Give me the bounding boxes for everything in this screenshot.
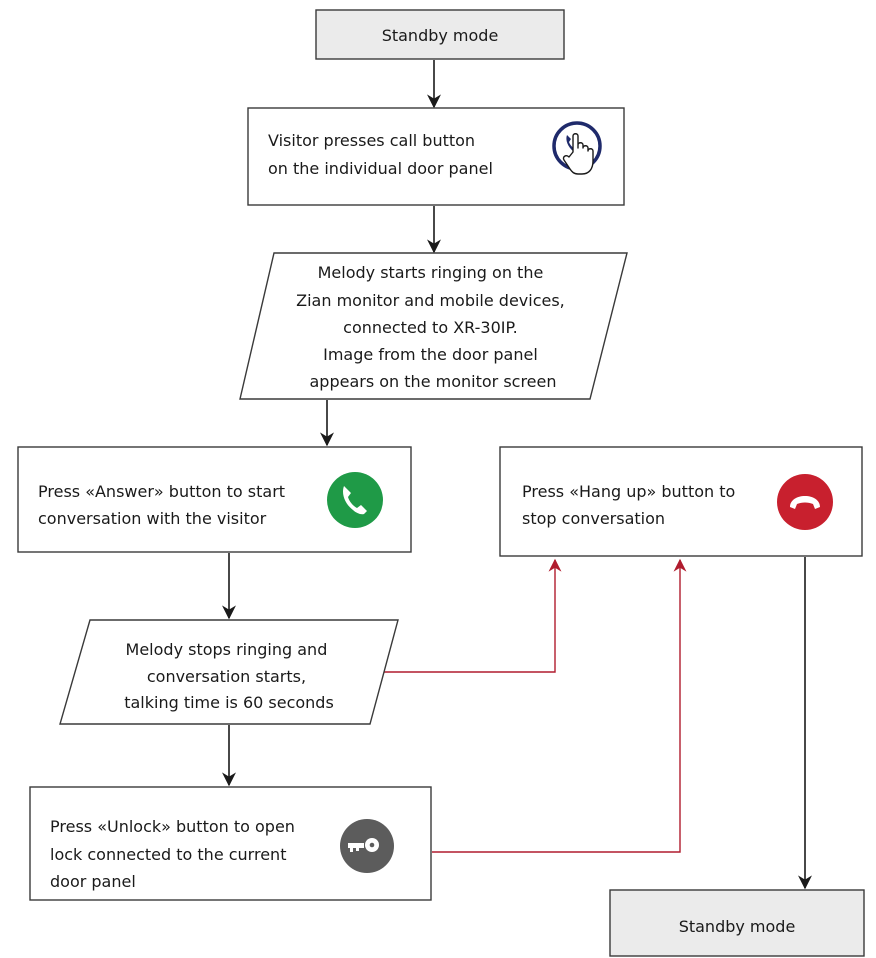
flow-arrows — [222, 60, 812, 890]
hang-up-icon — [777, 474, 833, 530]
visitor-call-box: Visitor presses call button on the indiv… — [247, 107, 625, 206]
arrow-unlock-to-hangup — [432, 558, 687, 853]
standby-mode-bottom-box: Standby mode — [609, 889, 865, 957]
melody-ringing-text: Melody starts ringing on the Zian monito… — [296, 263, 570, 391]
press-unlock-text: Press «Unlock» button to open lock conne… — [50, 817, 300, 891]
press-hangup-text: Press «Hang up» button to stop conversat… — [522, 482, 740, 528]
standby-bottom-label: Standby mode — [679, 917, 796, 936]
press-answer-box: Press «Answer» button to start conversat… — [17, 446, 412, 553]
visitor-call-text: Visitor presses call button on the indiv… — [268, 131, 493, 178]
unlock-key-icon — [340, 819, 394, 873]
melody-ringing-box: Melody starts ringing on the Zian monito… — [239, 252, 628, 400]
answer-call-icon — [327, 472, 383, 528]
press-unlock-box: Press «Unlock» button to open lock conne… — [29, 786, 432, 901]
standby-top-label: Standby mode — [382, 26, 499, 45]
press-answer-text: Press «Answer» button to start conversat… — [38, 482, 290, 528]
conversation-box: Melody stops ringing and conversation st… — [59, 619, 399, 725]
standby-mode-top-box: Standby mode — [315, 9, 565, 60]
press-hangup-box: Press «Hang up» button to stop conversat… — [499, 446, 863, 557]
conversation-text: Melody stops ringing and conversation st… — [124, 640, 334, 712]
red-connectors — [373, 558, 687, 853]
arrow-conversation-to-hangup — [373, 558, 562, 673]
call-button-press-icon — [552, 121, 602, 175]
